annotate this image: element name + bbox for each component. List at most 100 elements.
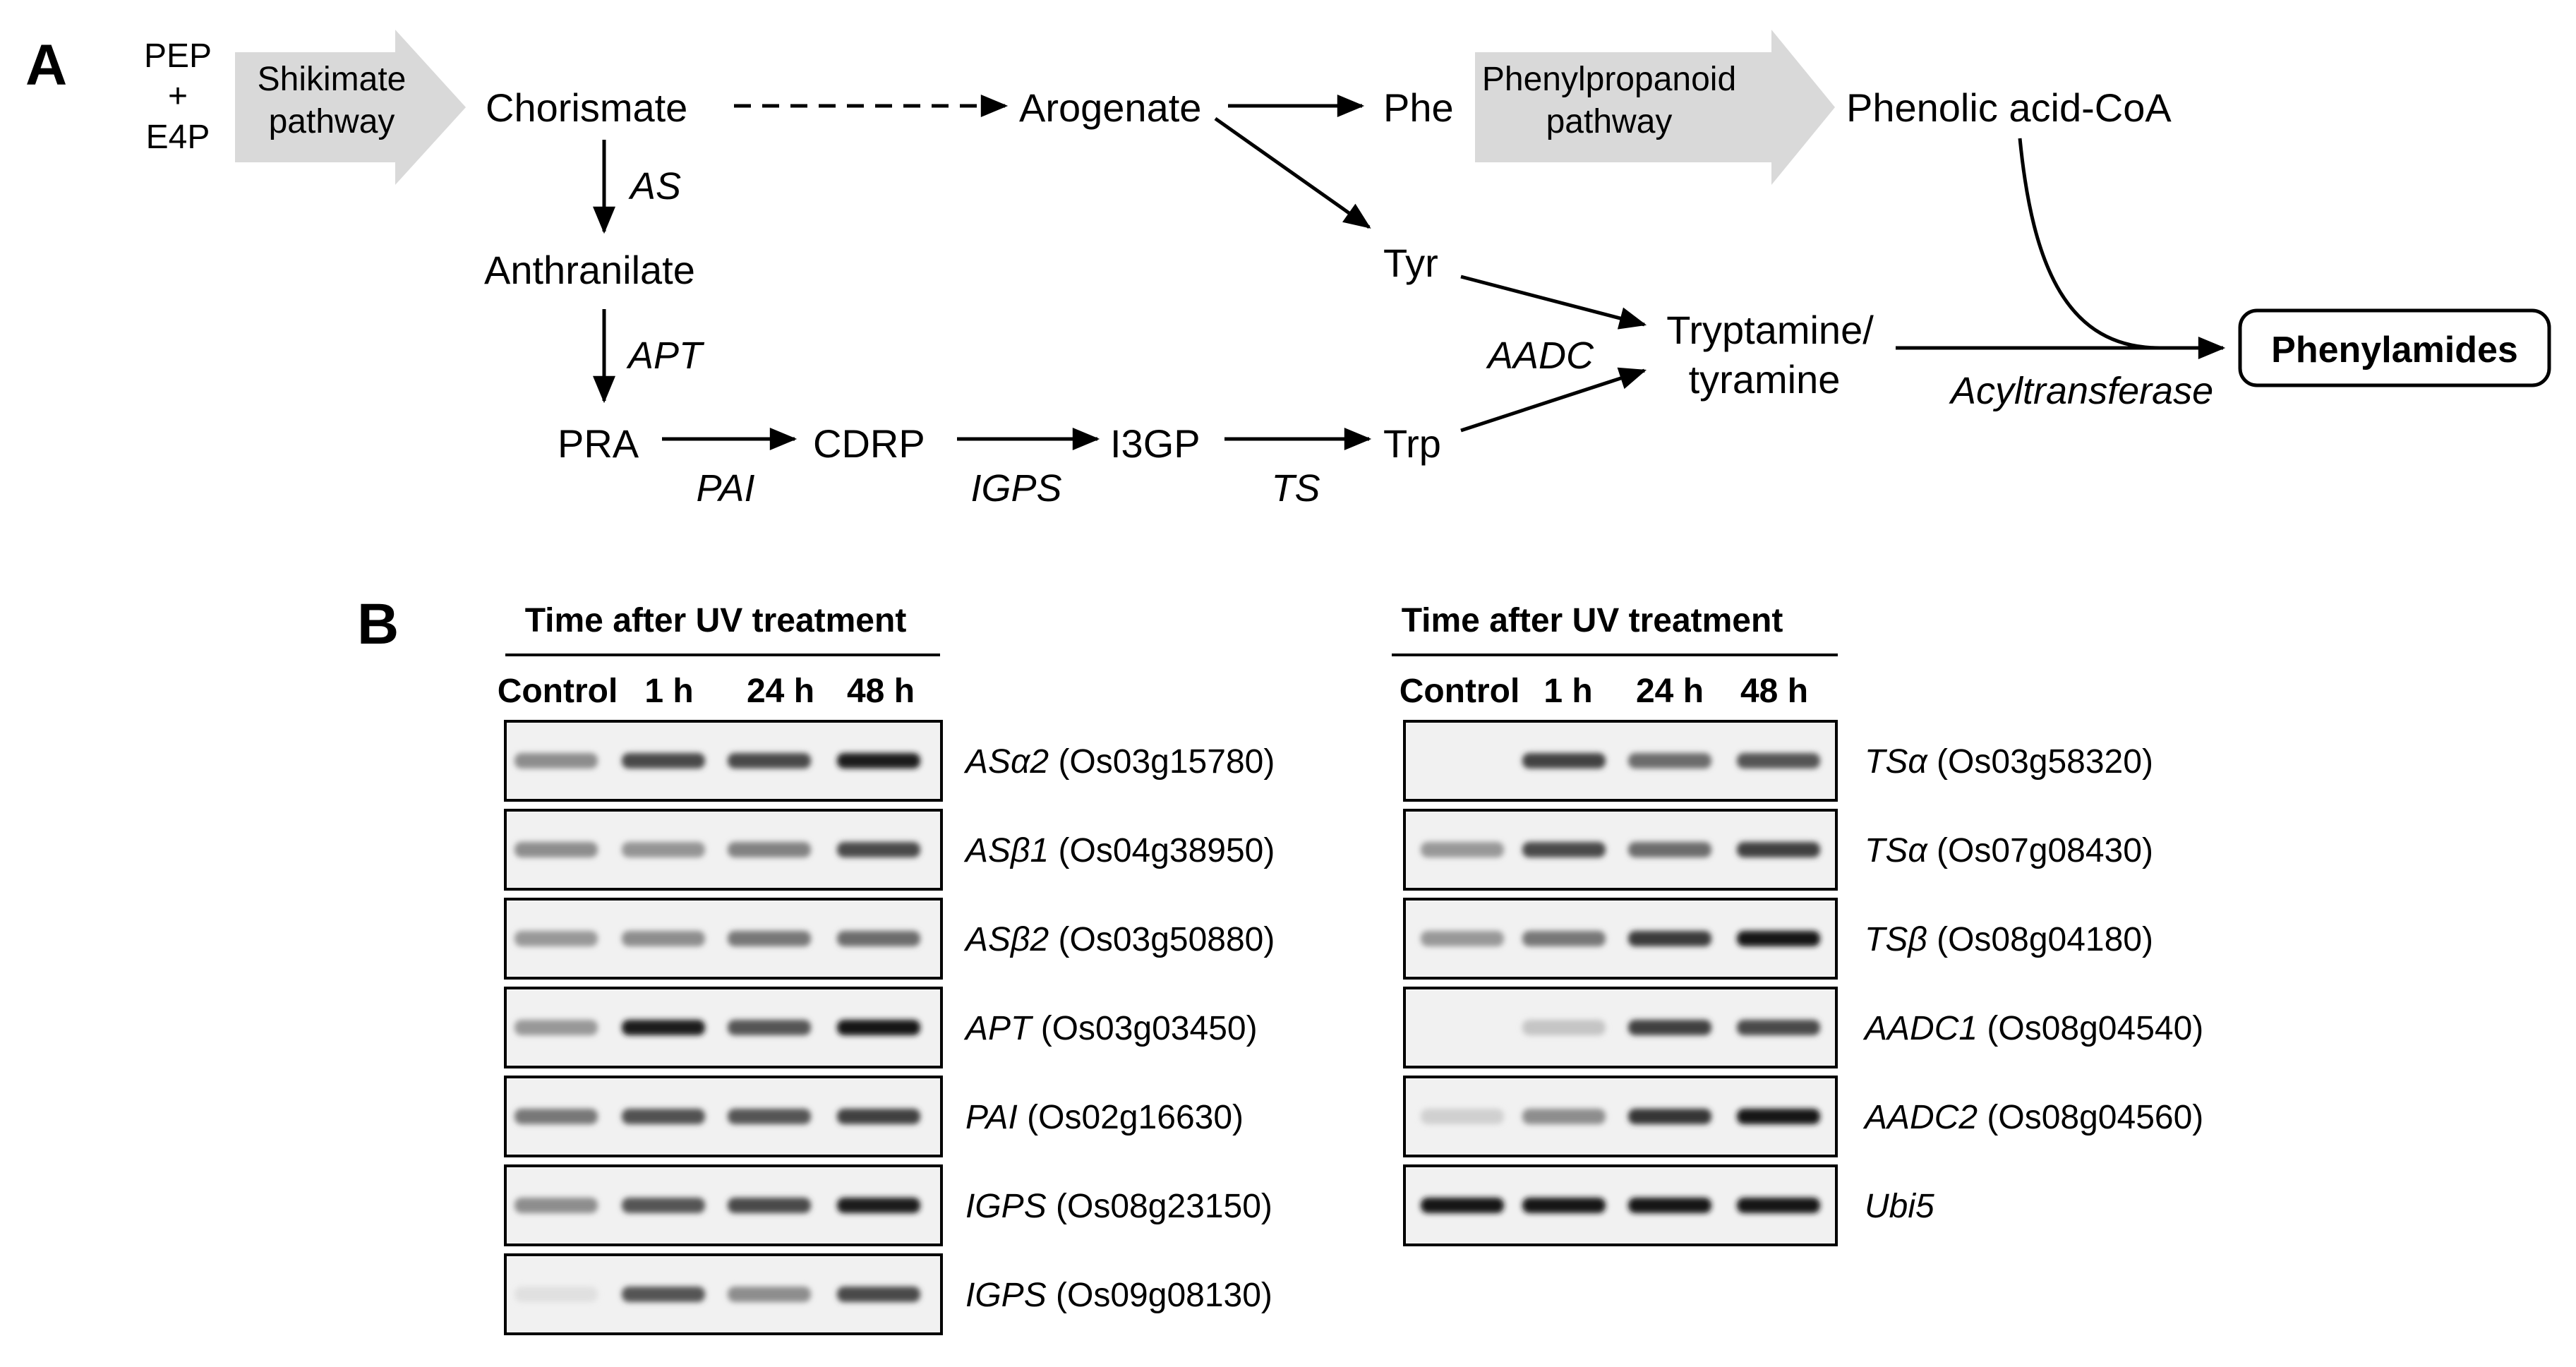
shikimate-label-line1: Shikimate [258,61,407,98]
gene-name: ASα2 [963,743,1049,781]
gel-band [728,1198,811,1213]
gel-band [622,1020,705,1035]
gene-label: ASβ2 (Os03g50880) [963,921,1275,958]
gene-label: Ubi5 [1865,1188,1934,1225]
blot-row: TSα (Os07g08430) [1403,809,2153,891]
blot-row: ASβ2 (Os03g50880) [504,898,1275,980]
left-col-24h: 24 h [747,673,814,710]
node-phenolic-acid-coa: Phenolic acid-CoA [1846,85,2172,130]
shikimate-label-line2: pathway [269,103,395,140]
gel-band [837,1198,920,1213]
node-phenylamides: Phenylamides [2271,330,2518,371]
gel-band [1628,753,1711,769]
gene-name: PAI [965,1099,1018,1136]
gel-band [622,1109,705,1124]
arrow-arogenate-tyr [1214,116,1371,229]
gel-band [1628,1109,1711,1124]
gene-name: AADC2 [1862,1099,1978,1136]
gene-id: (Os04g38950) [1049,832,1275,869]
gel-band [1737,753,1820,769]
gel-band [837,753,920,769]
blot-row: ASα2 (Os03g15780) [504,720,1275,802]
node-pep: PEP [144,37,212,75]
gel-band [622,1198,705,1213]
gene-id: (Os03g15780) [1049,743,1275,781]
gel-band [837,1020,920,1035]
gel-band [514,931,598,946]
left-time-header: Time after UV treatment [525,602,907,639]
enzyme-apt: APT [626,335,705,377]
gel-band [1628,1198,1711,1213]
right-col-48h: 48 h [1740,673,1808,710]
gene-id: (Os08g23150) [1047,1188,1272,1225]
enzyme-aadc: AADC [1486,335,1594,377]
gel-band [622,1287,705,1302]
blot-row: IGPS (Os08g23150) [504,1164,1272,1246]
gene-name: Ubi5 [1865,1188,1934,1225]
gene-name: IGPS [965,1277,1047,1314]
gene-name: IGPS [965,1188,1047,1225]
node-trp: Trp [1383,421,1441,466]
gel-band [514,753,598,769]
left-col-1h: 1 h [644,673,693,710]
node-pra: PRA [558,421,639,466]
shikimate-pathway-arrow [235,30,466,185]
phenylpropanoid-label-line1: Phenylpropanoid [1482,61,1736,98]
node-tryptamine-line2: tyramine [1689,357,1841,402]
gel-band [1522,1020,1606,1035]
panel-a-letter: A [25,33,67,97]
gel-band [1522,931,1606,946]
gene-label: AADC1 (Os08g04540) [1862,1010,2203,1047]
right-blot-list: TSα (Os03g58320)TSα (Os07g08430)TSβ (Os0… [1403,720,2203,1246]
phenylpropanoid-label-line2: pathway [1546,103,1673,140]
gene-name: AADC1 [1862,1010,1978,1047]
gene-label: APT (Os03g03450) [963,1010,1258,1047]
gel-band [728,1109,811,1124]
gene-name: ASβ1 [963,832,1049,869]
gene-label: AADC2 (Os08g04560) [1862,1099,2203,1136]
gel-band [837,1287,920,1302]
gel-band [1737,1109,1820,1124]
enzyme-igps: IGPS [970,467,1061,510]
gene-id: (Os09g08130) [1047,1277,1272,1314]
gel-band [622,753,705,769]
node-tryptamine-line1: Tryptamine/ [1666,308,1874,352]
gel-band [1522,753,1606,769]
blot-row: TSβ (Os08g04180) [1403,898,2153,980]
gel-band [837,931,920,946]
gel-band [514,1020,598,1035]
gene-name: TSα [1865,743,1928,781]
gel-band [728,842,811,857]
gene-id: (Os07g08430) [1927,832,2153,869]
gel-band [837,1109,920,1124]
gel-band [622,842,705,857]
gel-band [728,931,811,946]
gel-band [728,753,811,769]
gene-label: PAI (Os02g16630) [965,1099,1244,1136]
arrow-trp-tryptamine [1460,367,1647,433]
blot-row: AADC2 (Os08g04560) [1403,1076,2203,1157]
node-i3gp: I3GP [1110,421,1200,466]
enzyme-pai: PAI [696,467,754,510]
node-cdrp: CDRP [813,421,925,466]
gene-label: ASα2 (Os03g15780) [963,743,1275,781]
right-time-header: Time after UV treatment [1402,602,1783,639]
enzyme-ts: TS [1271,467,1320,510]
gel-band [1421,931,1504,946]
gene-label: ASβ1 (Os04g38950) [963,832,1275,869]
blot-row: APT (Os03g03450) [504,987,1258,1068]
node-tyr: Tyr [1383,241,1438,285]
gel-band [1737,931,1820,946]
right-gel-group: Time after UV treatment Control 1 h 24 h… [1392,602,2203,1246]
gel-band [1522,842,1606,857]
gel-band [514,1109,598,1124]
node-arogenate: Arogenate [1019,85,1201,130]
node-anthranilate: Anthranilate [484,248,695,292]
gel-band [1421,1109,1504,1124]
node-chorismate: Chorismate [486,85,687,130]
gene-label: IGPS (Os09g08130) [965,1277,1272,1314]
left-col-48h: 48 h [847,673,915,710]
gene-id: (Os08g04540) [1978,1010,2203,1047]
blot-row: PAI (Os02g16630) [504,1076,1244,1157]
